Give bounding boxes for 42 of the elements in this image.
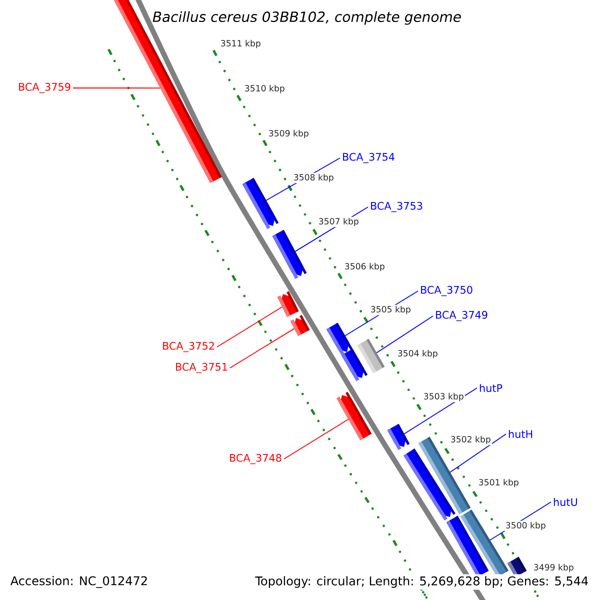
scale-label: 3504 kbp [396,348,439,360]
gene-feature [242,178,279,230]
gene-feature [277,291,299,317]
gene-label: BCA_3759 [19,82,70,94]
scale-label: 3505 kbp [369,304,412,316]
genome-title: Bacillus cereus 03BB102, complete genome [152,11,461,25]
gene-label: BCA_3749 [436,310,488,322]
leader-line [404,388,478,434]
gene-label: hutP [480,384,502,392]
scale-label: 3509 kbp [267,128,310,140]
gene-label: BCA_3748 [230,454,282,464]
leader-line [284,418,349,460]
footer-text: Accession: NC_012472 [8,574,150,590]
gene-feature [341,348,368,382]
scale-label: 3511 kbp [219,38,262,50]
scale-label: 3499 kbp [532,562,575,574]
scale-label: 3510 kbp [243,84,286,94]
gene-feature [387,424,410,450]
scale-label: 3503 kbp [422,392,465,402]
footer-text: Topology: circular; Length: 5,269,628 bp; Genes: 5,544 [253,574,591,590]
scale-label: 3506 kbp [343,262,386,272]
gene-feature [272,230,307,280]
leader-line [230,328,295,368]
gene-label: BCA_3753 [371,202,422,212]
gene-label: BCA_3750 [421,286,472,296]
leader-line [376,316,434,354]
gene-feature [326,322,353,356]
gene-label: BCA_3752 [163,342,214,352]
gene-label: hutH [508,430,532,438]
gene-label: BCA_3751 [176,362,228,374]
leader-line [450,434,506,473]
gene-feature [336,392,372,440]
scale-label: 3500 kbp [504,520,547,532]
scale-label: 3502 kbp [449,434,492,446]
scale-label: 3507 kbp [317,216,360,228]
scale-label: 3508 kbp [292,172,335,184]
gene-feature [404,448,456,520]
leader-line [216,306,283,348]
gene-feature [290,314,310,336]
scale-label: 3501 kbp [477,478,520,488]
gene-label: hutU [554,498,577,506]
gene-label: BCA_3754 [343,152,394,164]
